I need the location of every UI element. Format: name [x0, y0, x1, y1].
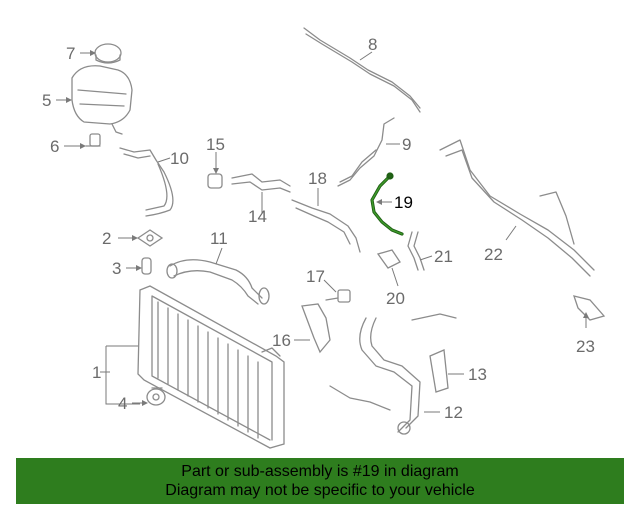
part-7-reservoir-cap[interactable]: [94, 43, 122, 64]
banner-line-1: Part or sub-assembly is #19 in diagram: [181, 463, 459, 480]
part-21-hose[interactable]: [407, 231, 425, 271]
callout-8: 8: [368, 35, 377, 54]
part-6-bolt[interactable]: [85, 133, 101, 147]
part-23-bracket[interactable]: [573, 295, 606, 321]
part-19-hose-highlighted[interactable]: [370, 172, 404, 236]
part-15-connector[interactable]: [207, 173, 223, 189]
callout-18: 18: [308, 169, 327, 188]
part-16-bracket[interactable]: [301, 303, 331, 354]
part-4-drain-plug[interactable]: [146, 387, 166, 406]
callout-23: 23: [576, 337, 595, 356]
callout-labels: 7 5 6 8 9 10 15 14 18 19 2 11 21 22 3 17…: [42, 35, 595, 422]
callout-19: 19: [394, 193, 413, 212]
banner-line-2: Diagram may not be specific to your vehi…: [165, 482, 475, 499]
part-20-bracket[interactable]: [376, 249, 401, 269]
parts-diagram: 7 5 6 8 9 10 15 14 18 19 2 11 21 22 3 17…: [42, 27, 606, 449]
part-22-pipe-assembly[interactable]: [439, 139, 595, 277]
part-3-clip[interactable]: [141, 257, 152, 275]
part-18-hose[interactable]: [291, 199, 361, 253]
callout-20: 20: [386, 289, 405, 308]
callout-13: 13: [468, 365, 487, 384]
callout-4: 4: [118, 394, 127, 413]
callout-2: 2: [102, 229, 111, 248]
leader-lines: [56, 50, 589, 413]
part-10-hose[interactable]: [119, 147, 174, 217]
callout-3: 3: [112, 259, 121, 278]
callout-7: 7: [66, 44, 75, 63]
part-14-hose[interactable]: [231, 173, 291, 193]
part-info-banner: Part or sub-assembly is #19 in diagram D…: [16, 458, 624, 504]
callout-11: 11: [210, 229, 228, 248]
part-12-hose-assembly[interactable]: [329, 313, 457, 435]
part-13-bracket[interactable]: [429, 349, 449, 393]
part-11-hose[interactable]: [166, 259, 270, 305]
callout-14: 14: [248, 207, 267, 226]
part-8-pipe[interactable]: [303, 27, 421, 113]
callout-1: 1: [92, 363, 101, 382]
callout-12: 12: [444, 403, 463, 422]
part-1-radiator[interactable]: [137, 285, 285, 449]
callout-15: 15: [206, 135, 225, 154]
callout-10: 10: [170, 149, 189, 168]
callout-16: 16: [272, 331, 291, 350]
part-2-bracket[interactable]: [136, 229, 164, 247]
callout-21: 21: [434, 247, 453, 266]
callout-5: 5: [42, 91, 51, 110]
callout-6: 6: [50, 137, 59, 156]
part-9-pipe[interactable]: [337, 117, 395, 187]
part-17-sensor[interactable]: [325, 289, 351, 303]
callout-22: 22: [484, 245, 503, 264]
part-5-coolant-reservoir[interactable]: [71, 65, 133, 135]
callout-9: 9: [402, 135, 411, 154]
callout-17: 17: [306, 267, 325, 286]
